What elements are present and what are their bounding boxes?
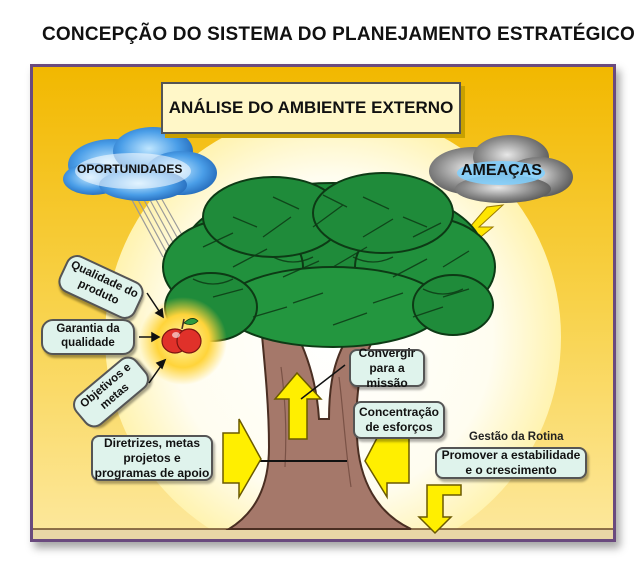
right-arrow-left [222, 418, 262, 500]
ground [33, 529, 613, 539]
box-promote: Promover a estabilidade e o crescimento [435, 447, 587, 479]
up-arrow [273, 371, 323, 440]
opportunities-label: OPORTUNIDADES [77, 162, 183, 176]
down-arrow [417, 484, 462, 535]
converge-connector [300, 364, 346, 400]
opportunities-cloud [63, 127, 217, 201]
banner-external-environment: ANÁLISE DO AMBIENTE EXTERNO [161, 82, 461, 134]
box-concentration: Concentração de esforços [353, 401, 445, 439]
diagram-frame: ANÁLISE DO AMBIENTE EXTERNO OPORTUNIDADE… [30, 64, 616, 542]
pill-quality-assurance: Garantia da qualidade [41, 319, 135, 355]
page-title: CONCEPÇÃO DO SISTEMA DO PLANEJAMENTO EST… [42, 24, 636, 45]
box-converge: Convergir para a missão [349, 346, 425, 390]
threats-cloud [429, 135, 573, 203]
pill-arrows [139, 292, 167, 384]
diagram-illustration [33, 67, 613, 539]
routine-title: Gestão da Rotina [469, 431, 564, 443]
threats-label: AMEAÇAS [461, 162, 542, 179]
apple-icon [161, 318, 202, 354]
box-guidelines: Diretrizes, metas projetos e programas d… [91, 435, 213, 481]
